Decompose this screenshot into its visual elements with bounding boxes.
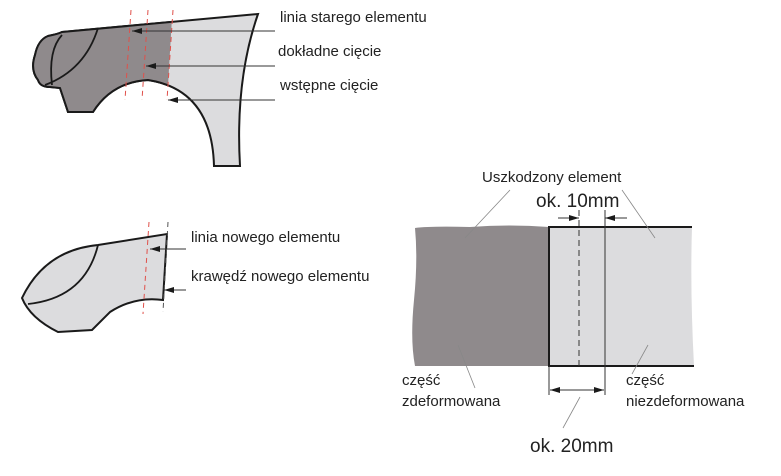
section-view: [412, 189, 694, 429]
label-undeformed-1: część: [626, 372, 665, 389]
old-fender: [32, 9, 275, 167]
label-new-element-line: linia nowego elementu: [191, 229, 341, 246]
label-dim-10mm: ok. 10mm: [536, 191, 620, 212]
label-deformed-1: część: [402, 372, 441, 389]
label-deformed-2: zdeformowana: [402, 393, 501, 410]
label-precise-cut: dokładne cięcie: [278, 43, 382, 60]
label-undeformed-2: niezdeformowana: [626, 393, 745, 410]
old-element-line: [124, 9, 132, 101]
label-damaged-element: Uszkodzony element: [482, 169, 622, 186]
precise-cut-line: [141, 9, 149, 101]
new-part: [20, 221, 186, 334]
label-new-element-edge: krawędź nowego elementu: [191, 268, 370, 285]
label-dim-20mm: ok. 20mm: [530, 436, 614, 457]
label-old-element-line: linia starego elementu: [280, 9, 427, 26]
preliminary-cut-line: [166, 9, 174, 101]
label-preliminary-cut: wstępne cięcie: [280, 77, 379, 94]
